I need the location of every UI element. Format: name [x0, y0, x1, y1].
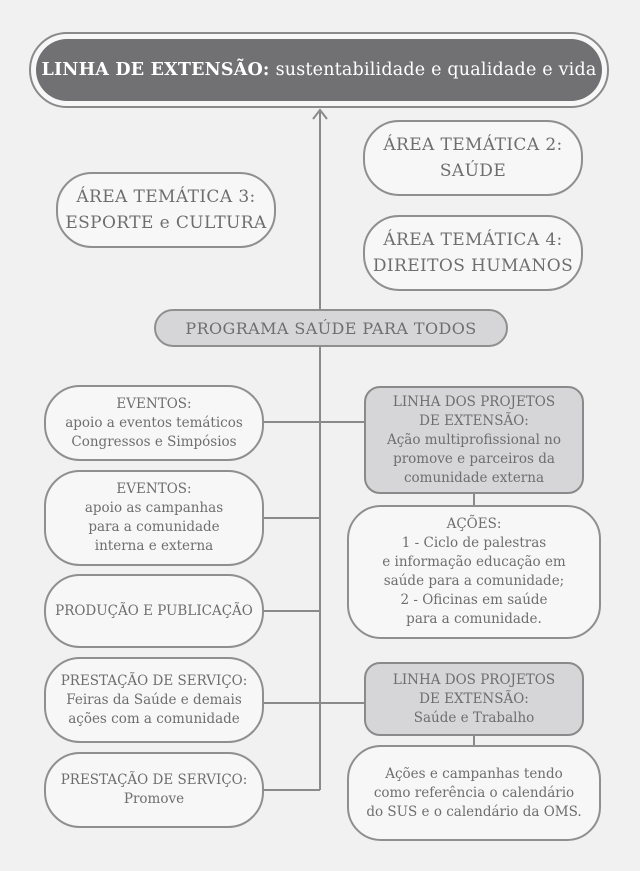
area4-subtitle: DIREITOS HUMANOS — [372, 256, 574, 276]
prestacao1-line3: ações com a comunidade — [68, 710, 240, 727]
eventos1-line1: EVENTOS: — [116, 395, 192, 412]
projetos2-line1: LINHA DOS PROJETOS — [392, 671, 556, 688]
eventos2-line1: EVENTOS: — [116, 481, 192, 497]
area3-title: ÁREA TEMÁTICA 3: — [76, 187, 256, 207]
spine-arrowhead — [312, 108, 328, 120]
area2-title: ÁREA TEMÁTICA 2: — [383, 135, 563, 155]
area2-subtitle: SAÚDE — [439, 161, 507, 181]
area3-subtitle: ESPORTE e CULTURA — [65, 213, 267, 233]
acoes-line5: 2 - Oficinas em saúde — [400, 592, 548, 608]
acoes-line1: AÇÕES: — [446, 516, 502, 532]
acoes-line4: saúde para a comunidade; — [383, 573, 565, 589]
header-title: LINHA DE EXTENSÃO: sustentabilidade e qu… — [36, 39, 602, 101]
eventos2-line4: interna e externa — [94, 538, 214, 554]
linha-projetos-saude-trabalho: LINHA DOS PROJETOS DE EXTENSÃO: Saúde e … — [364, 662, 584, 736]
projetos1-line2: DE EXTENSÃO: — [419, 412, 529, 429]
projetos1-line1: LINHA DOS PROJETOS — [392, 393, 556, 410]
prestacao2-line1: PRESTAÇÃO DE SERVIÇO: — [60, 772, 248, 788]
prestacao-servico-feiras: PRESTAÇÃO DE SERVIÇO: Feiras da Saúde e … — [44, 657, 264, 743]
producao-line1: PRODUÇÃO E PUBLICAÇÃO — [55, 602, 253, 619]
acoes-line3: e informação educação em — [382, 554, 566, 570]
header-title-rest: sustentabilidade e qualidade e vida — [275, 60, 597, 80]
campanhas-line2: como referência o calendário — [373, 784, 575, 801]
acoes-line2: 1 - Ciclo de palestras — [401, 535, 547, 551]
area4-title: ÁREA TEMÁTICA 4: — [383, 230, 563, 250]
area-tematica-3: ÁREA TEMÁTICA 3: ESPORTE e CULTURA — [56, 172, 276, 248]
prestacao-servico-promove: PRESTAÇÃO DE SERVIÇO: Promove — [44, 752, 264, 828]
projetos2-line3: Saúde e Trabalho — [413, 709, 535, 726]
area-tematica-2: ÁREA TEMÁTICA 2: SAÚDE — [363, 120, 583, 196]
linha-projetos-multiprofissional: LINHA DOS PROJETOS DE EXTENSÃO: Ação mul… — [364, 386, 584, 494]
area-tematica-4: ÁREA TEMÁTICA 4: DIREITOS HUMANOS — [363, 215, 583, 291]
campanhas-line1: Ações e campanhas tendo — [385, 765, 563, 782]
program-label: PROGRAMA SAÚDE PARA TODOS — [185, 318, 477, 338]
acoes-campanhas-calendario: Ações e campanhas tendo como referência … — [347, 745, 601, 841]
header-title-bold: LINHA DE EXTENSÃO: — [41, 60, 270, 80]
projetos1-line4: promove e parceiros da — [393, 450, 555, 467]
prestacao1-line1: PRESTAÇÃO DE SERVIÇO: — [60, 672, 248, 689]
campanhas-line3: do SUS e o calendário da OMS. — [366, 803, 582, 820]
projetos1-line3: Ação multiprofissional no — [386, 431, 562, 448]
eventos-congressos: EVENTOS: apoio a eventos temáticos Congr… — [44, 385, 264, 461]
acoes-line6: para a comunidade. — [406, 611, 542, 627]
prestacao1-line2: Feiras da Saúde e demais — [66, 691, 242, 708]
eventos2-line3: para a comunidade — [88, 519, 220, 535]
eventos1-line2: apoio a eventos temáticos — [65, 414, 243, 431]
prestacao2-line2: Promove — [123, 791, 185, 807]
acoes: AÇÕES: 1 - Ciclo de palestras e informaç… — [347, 505, 601, 639]
producao-publicacao: PRODUÇÃO E PUBLICAÇÃO — [44, 574, 264, 648]
eventos2-line2: apoio as campanhas — [84, 500, 224, 516]
eventos-campanhas: EVENTOS: apoio as campanhas para a comun… — [44, 470, 264, 566]
programa-saude-para-todos: PROGRAMA SAÚDE PARA TODOS — [154, 309, 508, 347]
eventos1-line3: Congressos e Simpósios — [71, 433, 237, 450]
projetos1-line5: comunidade externa — [403, 469, 545, 486]
projetos2-line2: DE EXTENSÃO: — [419, 690, 529, 707]
